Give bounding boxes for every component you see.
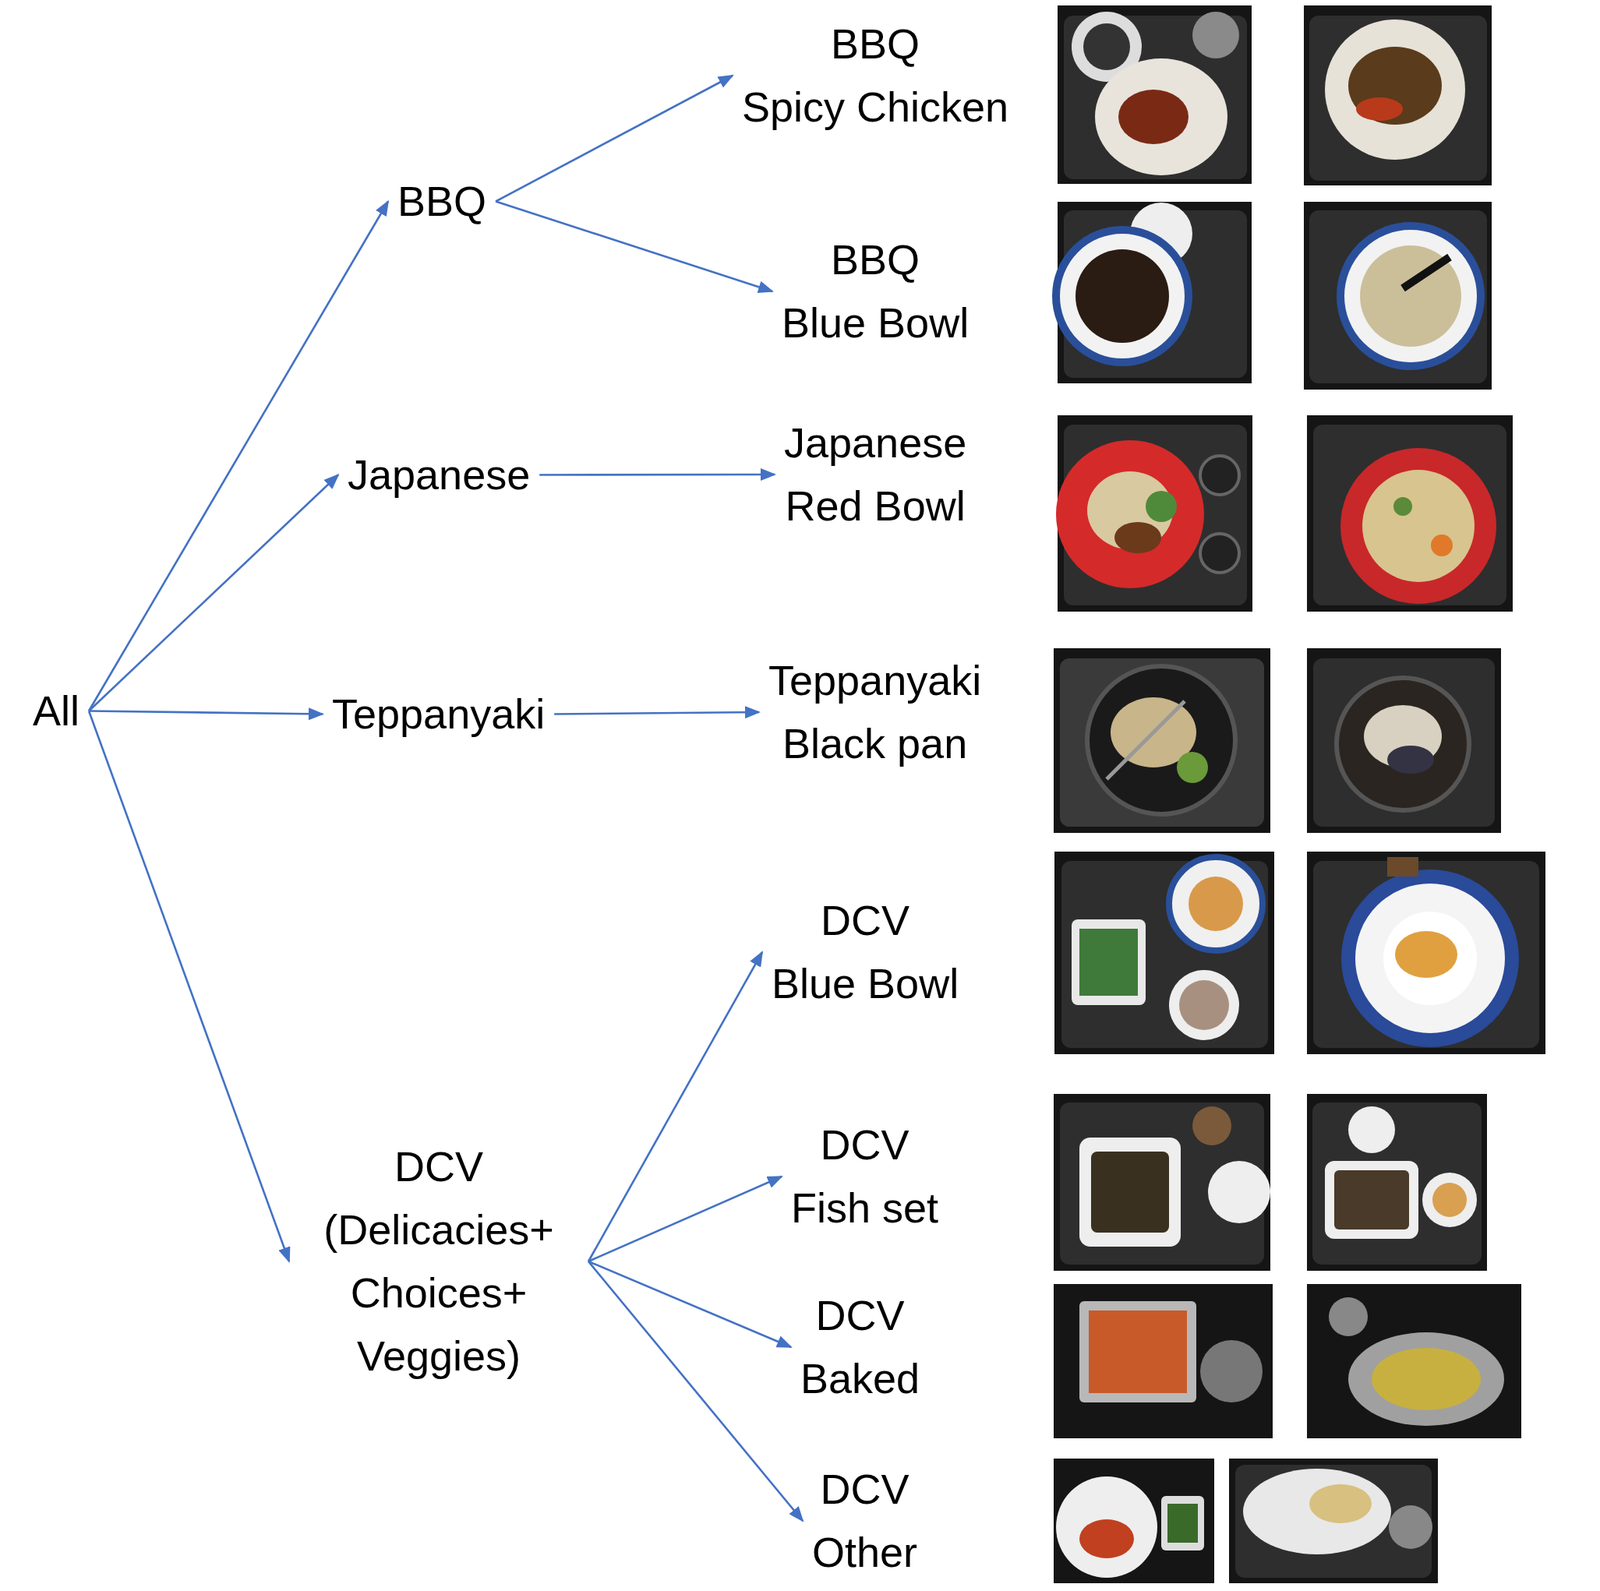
- tree-arrow: [495, 201, 773, 293]
- leaf-label: TeppanyakiBlack pan: [762, 646, 988, 779]
- leaf-label: BBQSpicy Chicken: [735, 9, 1015, 142]
- node-text: Fish set: [791, 1176, 939, 1240]
- photo-thumbnail: [1057, 5, 1252, 184]
- photo-thumbnail: [1054, 851, 1275, 1055]
- photo-thumbnail: [1056, 201, 1252, 384]
- leaf-label: BBQBlue Bowl: [775, 225, 975, 358]
- node-text: BBQ: [397, 169, 487, 234]
- tree-arrow: [588, 952, 763, 1262]
- tree-arrow: [588, 1176, 782, 1262]
- photo-thumbnail: [1229, 1458, 1438, 1584]
- category-label: Teppanyaki: [325, 679, 551, 749]
- node-text: Blue Bowl: [781, 291, 969, 355]
- node-text: DCV: [791, 1113, 939, 1177]
- photo-thumbnail: [1306, 415, 1513, 612]
- node-text: BBQ: [781, 228, 969, 292]
- photo-thumbnail: [1053, 648, 1271, 834]
- photo-thumbnail: [1306, 648, 1502, 834]
- photo-thumbnail: [1053, 1094, 1271, 1272]
- root-label: All: [26, 676, 86, 746]
- node-text: BBQ: [741, 12, 1009, 76]
- node-text: Japanese: [347, 443, 530, 507]
- node-text: All: [32, 679, 80, 743]
- node-text: Baked: [800, 1347, 920, 1411]
- photo-thumbnail: [1306, 851, 1546, 1055]
- node-text: DCV: [812, 1458, 918, 1522]
- node-text: Blue Bowl: [771, 952, 959, 1016]
- photo-thumbnail: [1056, 415, 1253, 612]
- node-text: DCV: [800, 1284, 920, 1348]
- category-label: DCV (Delicacies+ Choices+ Veggies): [292, 1132, 586, 1392]
- photo-thumbnail: [1303, 5, 1492, 186]
- node-text: Black pan: [768, 712, 982, 776]
- leaf-label: DCVBaked: [794, 1281, 926, 1414]
- node-text: Teppanyaki: [768, 649, 982, 713]
- tree-arrow: [88, 711, 290, 1263]
- node-text: Teppanyaki: [332, 682, 545, 746]
- tree-arrow: [588, 1261, 792, 1348]
- node-text: Spicy Chicken: [741, 75, 1009, 139]
- leaf-label: JapaneseRed Bowl: [777, 408, 973, 541]
- tree-arrow: [554, 712, 760, 715]
- tree-arrow: [588, 1261, 803, 1522]
- photo-thumbnail: [1053, 1458, 1215, 1584]
- tree-arrow: [495, 75, 733, 202]
- node-text: Other: [812, 1521, 918, 1585]
- photo-thumbnail: [1303, 201, 1492, 390]
- tree-arrow: [539, 473, 775, 477]
- category-label: BBQ: [391, 166, 493, 237]
- node-text: Japanese: [784, 411, 967, 475]
- node-text: DCV (Delicacies+ Choices+ Veggies): [298, 1135, 580, 1389]
- category-label: Japanese: [341, 440, 537, 510]
- node-text: Red Bowl: [784, 474, 967, 538]
- photo-thumbnail: [1053, 1284, 1273, 1439]
- node-text: DCV: [771, 889, 959, 953]
- photo-thumbnail: [1306, 1284, 1522, 1439]
- photo-thumbnail: [1306, 1094, 1487, 1272]
- tree-arrow: [88, 201, 389, 712]
- leaf-label: DCVOther: [805, 1455, 924, 1588]
- leaf-label: DCVFish set: [784, 1110, 945, 1244]
- leaf-label: DCVBlue Bowl: [765, 886, 965, 1019]
- tree-arrow: [88, 475, 339, 712]
- tree-arrow: [88, 711, 323, 715]
